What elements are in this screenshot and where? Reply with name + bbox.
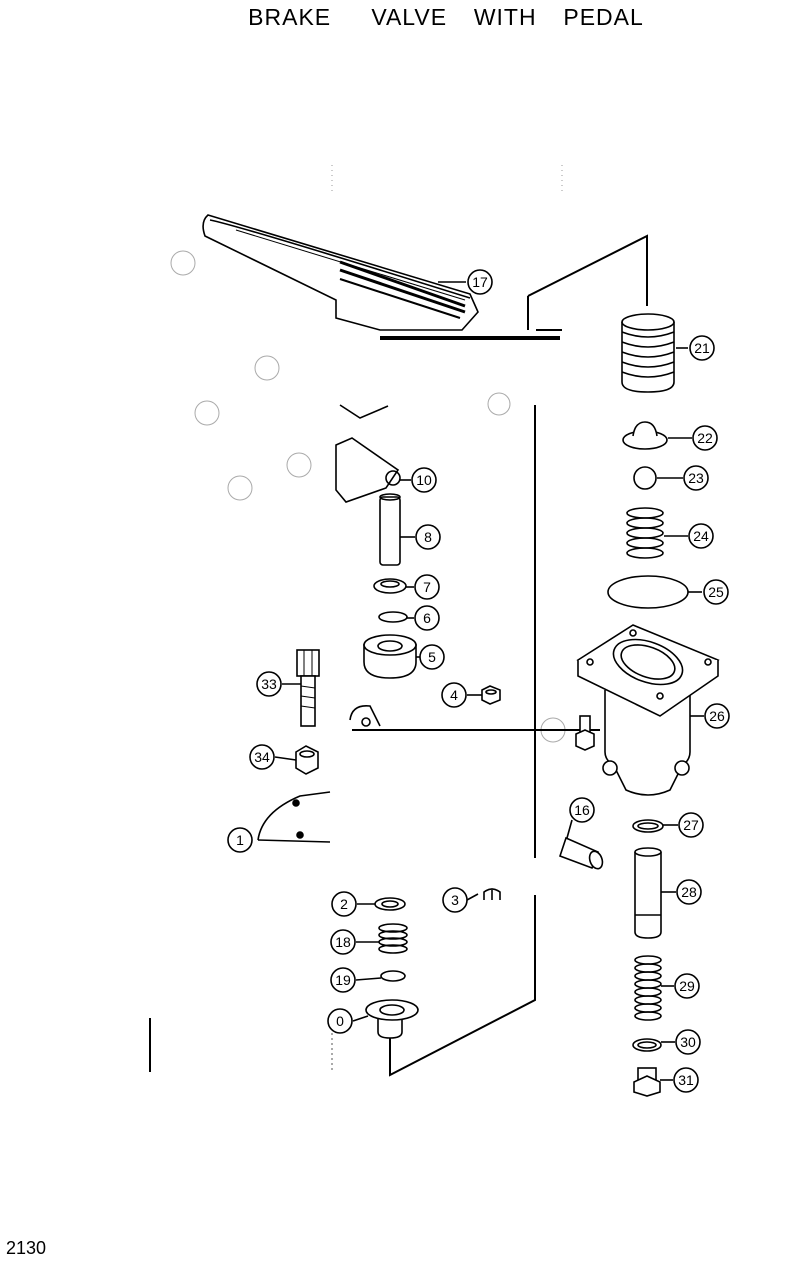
- bushing: [373, 578, 407, 594]
- washer-27: [632, 819, 664, 833]
- callout-label-26: 26: [709, 708, 725, 724]
- o-ring: [378, 611, 408, 623]
- valve-seat: [365, 999, 419, 1039]
- plug: [633, 1067, 661, 1097]
- callout-5: 5: [416, 644, 445, 670]
- upper-spring: [626, 507, 664, 559]
- pedal-bracket: [257, 404, 401, 843]
- callout-26: 26: [690, 703, 730, 729]
- callout-19: 19: [330, 967, 382, 993]
- small-clip: [483, 888, 501, 900]
- callout-29: 29: [661, 973, 700, 999]
- page-number: 2130: [6, 1238, 47, 1258]
- callout-label-34: 34: [254, 749, 270, 765]
- callout-label-22: 22: [697, 430, 713, 446]
- callout-label-23: 23: [688, 470, 704, 486]
- callout-30: 30: [661, 1029, 701, 1055]
- callout-label-33: 33: [261, 676, 277, 692]
- callout-label-31: 31: [678, 1072, 694, 1088]
- callout-3: 3: [442, 887, 479, 913]
- guide: [363, 634, 417, 679]
- callout-label-29: 29: [679, 978, 695, 994]
- nut: [481, 685, 501, 705]
- callout-18: 18: [330, 929, 379, 955]
- rubber-boot: [621, 313, 675, 393]
- callout-label-0: 0: [336, 1013, 344, 1029]
- callout-label-2: 2: [340, 896, 348, 912]
- valve-body: [576, 624, 720, 796]
- callout-label-17: 17: [472, 274, 488, 290]
- washer-30: [632, 1038, 662, 1052]
- callout-label-4: 4: [450, 687, 458, 703]
- pin: [379, 493, 401, 566]
- callout-label-19: 19: [335, 972, 351, 988]
- callout-8: 8: [400, 524, 441, 550]
- callout-label-16: 16: [574, 802, 590, 818]
- callout-17: 17: [438, 269, 493, 295]
- plunger: [634, 847, 662, 939]
- shaft-pin: [558, 836, 604, 870]
- callout-label-25: 25: [708, 584, 724, 600]
- callout-6: 6: [407, 605, 440, 631]
- callout-0: 0: [327, 1008, 369, 1034]
- callout-label-24: 24: [693, 528, 709, 544]
- bolt: [296, 649, 320, 727]
- callout-label-18: 18: [335, 934, 351, 950]
- callout-label-3: 3: [451, 892, 459, 908]
- callout-4: 4: [441, 682, 482, 708]
- callout-label-5: 5: [428, 649, 436, 665]
- large-o-ring: [607, 575, 689, 609]
- callout-label-28: 28: [681, 884, 697, 900]
- callout-33: 33: [256, 671, 301, 697]
- callout-21: 21: [676, 335, 715, 361]
- callout-28: 28: [661, 879, 702, 905]
- callout-label-10: 10: [416, 472, 432, 488]
- brake-pedal: [202, 214, 560, 340]
- assembly-lines: [149, 234, 648, 1077]
- small-spring: [378, 923, 408, 954]
- callout-24: 24: [664, 523, 714, 549]
- callout-34: 34: [249, 744, 297, 770]
- callout-label-8: 8: [424, 529, 432, 545]
- lower-spring: [634, 955, 662, 1021]
- guide-marks: [331, 165, 563, 195]
- callout-label-7: 7: [423, 579, 431, 595]
- callout-27: 27: [663, 812, 704, 838]
- diagram-title: BRAKE VALVE WITH PEDAL: [248, 4, 644, 30]
- small-o-ring: [380, 970, 406, 982]
- fitting: [575, 715, 595, 751]
- reference-circles: [170, 250, 566, 743]
- callout-label-21: 21: [694, 340, 710, 356]
- callout-1: 1: [227, 827, 253, 853]
- callout-label-6: 6: [423, 610, 431, 626]
- callout-label-30: 30: [680, 1034, 696, 1050]
- callout-23: 23: [657, 465, 709, 491]
- callout-22: 22: [668, 425, 718, 451]
- callout-25: 25: [688, 579, 729, 605]
- hex-nut: [295, 745, 319, 775]
- washer-2: [374, 897, 406, 911]
- callout-label-27: 27: [683, 817, 699, 833]
- callout-7: 7: [406, 574, 440, 600]
- callout-16: 16: [566, 797, 595, 839]
- callout-label-1: 1: [236, 832, 244, 848]
- callout-10: 10: [400, 467, 437, 493]
- callout-31: 31: [660, 1067, 699, 1093]
- steel-ball: [633, 466, 657, 490]
- plunger-seat: [622, 421, 668, 450]
- callout-2: 2: [331, 891, 375, 917]
